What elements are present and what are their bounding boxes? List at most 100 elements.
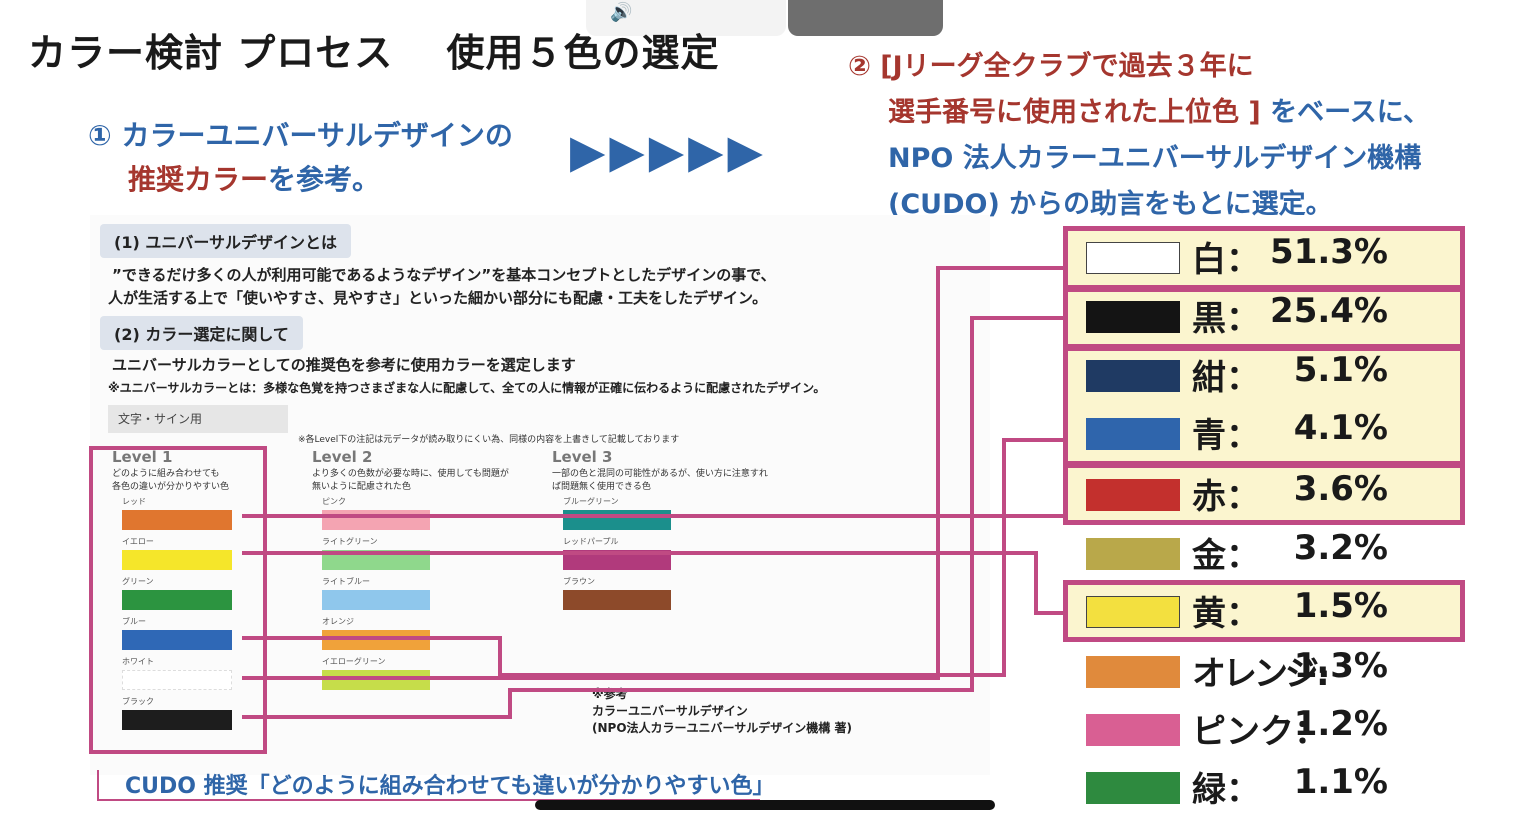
color-name: 緑： (1192, 770, 1260, 810)
color-name: 紺： (1192, 358, 1260, 398)
rank-row: 紺： 5.1% (1086, 350, 1466, 398)
level3-column: Level 3 一部の色と混同の可能性があるが、使い方に注意すれ ば問題無く使用… (552, 448, 768, 492)
step1-highlight: 推奨カラー (128, 163, 269, 196)
section2-heading: (2) カラー選定に関して (100, 316, 303, 350)
level3-desc2: ば問題無く使用できる色 (552, 482, 651, 492)
rank-row: 黒： 25.4% (1086, 291, 1466, 339)
media-control-bar[interactable] (586, 0, 786, 36)
step2-line2: 選手番号に使用された上位色 ] をベースに、 (848, 90, 1430, 136)
swatch-green (122, 590, 232, 610)
color-swatch-navy (1086, 360, 1180, 392)
sign-label: 文字・サイン用 (108, 405, 288, 433)
color-percentage: 1.2% (1293, 704, 1388, 744)
connector-black (242, 316, 1066, 719)
step2-line4: (CUDO) からの助言をもとに選定。 (888, 189, 1333, 220)
swatch-label: グリーン (122, 577, 154, 586)
swatch-label: ブルー (122, 617, 146, 626)
page-title: カラー検討 プロセス 使用５色の選定 (28, 31, 720, 75)
color-name: 赤： (1192, 477, 1260, 517)
color-swatch-white (1086, 242, 1180, 274)
rank-row: 黄： 1.5% (1086, 586, 1466, 634)
color-name: 青： (1192, 416, 1260, 456)
rank-row: ピンク： 1.2% (1086, 704, 1466, 752)
level1-highlight-frame (89, 446, 267, 754)
color-percentage: 51.3% (1270, 232, 1388, 272)
swatch-yellow (122, 550, 232, 570)
swatch-label: ブラック (122, 697, 154, 706)
color-name: オレンジ: (1192, 654, 1330, 694)
section1-heading: (1) ユニバーサルデザインとは (100, 224, 352, 258)
color-swatch-red (1086, 479, 1180, 511)
level1-title: Level 1 (112, 448, 173, 466)
rank-row: オレンジ: 1.3% (1086, 646, 1466, 694)
rank-row: 青： 4.1% (1086, 408, 1466, 456)
level1-column: Level 1 どのように組み合わせても 各色の違いが分かりやすい色 (112, 448, 229, 492)
color-percentage: 25.4% (1270, 291, 1388, 331)
step2-line1: ② [Jリーグ全クラブで過去３年に (848, 51, 1254, 82)
color-percentage: 3.2% (1293, 528, 1388, 568)
level1-desc1: どのように組み合わせても (112, 469, 220, 479)
swatch-label: ライトグリーン (322, 537, 378, 546)
color-name: ピンク： (1192, 712, 1328, 752)
level2-title: Level 2 (312, 448, 373, 466)
swatch-blue (122, 630, 232, 650)
step1-rest: を参考。 (268, 163, 381, 196)
level2-desc2: 無いように配慮された色 (312, 482, 411, 492)
color-percentage: 1.5% (1293, 586, 1388, 626)
color-percentage: 1.1% (1293, 762, 1388, 802)
color-percentage: 3.6% (1293, 469, 1388, 509)
color-percentage: 1.3% (1293, 646, 1388, 686)
cudo-recommend-caption: CUDO 推奨「どのように組み合わせても違いが分かりやすい色」 (125, 774, 775, 799)
reference-line3: (NPO法人カラーユニバーサルデザイン機構 著) (592, 721, 852, 735)
step1-heading: ① カラーユニバーサルデザインの 推奨カラーを参考。 (88, 114, 513, 202)
color-swatch-black (1086, 301, 1180, 333)
color-name: 白： (1192, 240, 1260, 280)
rank-row: 緑： 1.1% (1086, 762, 1466, 810)
swatch-label: オレンジ (322, 617, 354, 626)
reference-note: ※参考 カラーユニバーサルデザイン (NPO法人カラーユニバーサルデザイン機構 … (592, 686, 852, 737)
document-scan (90, 215, 990, 775)
section2-text1: ユニバーサルカラーとしての推奨色を参考に使用カラーを選定します (112, 356, 576, 374)
section1-text1: ”できるだけ多くの人が利用可能であるようなデザイン”を基本コンセプトとしたデザイ… (112, 266, 776, 284)
step1-line2: 推奨カラーを参考。 (88, 158, 513, 202)
speaker-icon[interactable]: 🔊 (610, 2, 633, 23)
section2-text2: ※ユニバーサルカラーとは：多様な色覚を持つさまざまな人に配慮して、全ての人に情報… (108, 381, 826, 395)
step2-heading: ② [Jリーグ全クラブで過去３年に 選手番号に使用された上位色 ] をベースに、… (848, 44, 1430, 228)
rank-row: 白： 51.3% (1086, 232, 1466, 280)
color-swatch-orange (1086, 656, 1180, 688)
swatch-label: ブラウン (563, 577, 595, 586)
level3-desc1: 一部の色と混同の可能性があるが、使い方に注意すれ (552, 469, 768, 479)
color-swatch-pink (1086, 714, 1180, 746)
swatch-white (122, 670, 232, 690)
swatch-red (122, 510, 232, 530)
color-swatch-green (1086, 772, 1180, 804)
color-percentage: 5.1% (1293, 350, 1388, 390)
step1-line1: ① カラーユニバーサルデザインの (88, 119, 513, 152)
level2-column: Level 2 より多くの色数が必要な時に、使用しても問題が 無いように配慮され… (312, 448, 509, 492)
rank-row: 赤： 3.6% (1086, 469, 1466, 517)
swatch-label: レッドパープル (563, 537, 619, 546)
rank-row: 金： 3.2% (1086, 528, 1466, 576)
media-control-panel[interactable] (788, 0, 943, 36)
swatch-black (122, 710, 232, 730)
arrow-icons: ▶▶▶▶▶ (570, 124, 767, 178)
level2-desc1: より多くの色数が必要な時に、使用しても問題が (312, 469, 509, 479)
swatch-label: イエロー (122, 537, 154, 546)
level3-title: Level 3 (552, 448, 613, 466)
color-name: 黒： (1192, 299, 1260, 339)
home-indicator[interactable] (535, 800, 995, 810)
swatch-label: ライトブルー (322, 577, 370, 586)
swatch-brown (563, 590, 671, 610)
color-swatch-yellow (1086, 596, 1180, 628)
swatch-label: ホワイト (122, 657, 154, 666)
color-name: 金： (1192, 536, 1260, 576)
connector-white (242, 266, 1066, 680)
level1-desc2: 各色の違いが分かりやすい色 (112, 482, 230, 492)
section1-text2: 人が生活する上で「使いやすさ、見やすさ」といった細かい部分にも配慮・工夫をしたデ… (108, 289, 768, 307)
step2-highlight: 選手番号に使用された上位色 ] (888, 97, 1261, 128)
swatch-label: ブルーグリーン (563, 497, 619, 506)
swatch-label: レッド (122, 497, 146, 506)
color-percentage: 4.1% (1293, 408, 1388, 448)
connector-blue (242, 438, 1066, 677)
